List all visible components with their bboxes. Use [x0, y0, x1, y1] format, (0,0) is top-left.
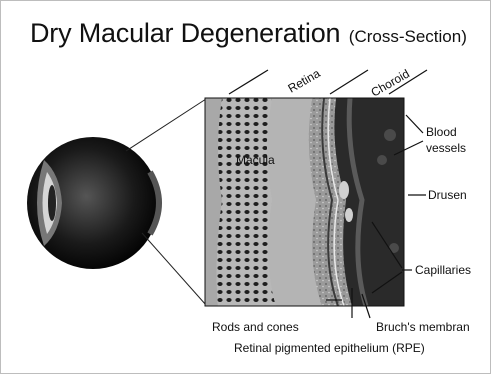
- zoom-line-bottom: [142, 233, 206, 305]
- blood-vessels-label-line2: vessels: [426, 141, 466, 155]
- eye-illustration: [27, 137, 159, 269]
- cross-section-panel: [205, 98, 404, 306]
- macula-label: Macula: [236, 153, 275, 167]
- bruchs-membrane-label: Bruch's membran: [376, 320, 470, 334]
- rods-and-cones-label: Rods and cones: [212, 320, 299, 334]
- drusen-label: Drusen: [428, 188, 467, 202]
- retina-label: Retina: [286, 66, 323, 96]
- zoom-line-top: [126, 99, 206, 151]
- capillaries-label: Capillaries: [415, 263, 471, 277]
- rpe-label: Retinal pigmented epithelium (RPE): [234, 341, 425, 355]
- blood-vessels-label-line1: Blood: [426, 125, 457, 139]
